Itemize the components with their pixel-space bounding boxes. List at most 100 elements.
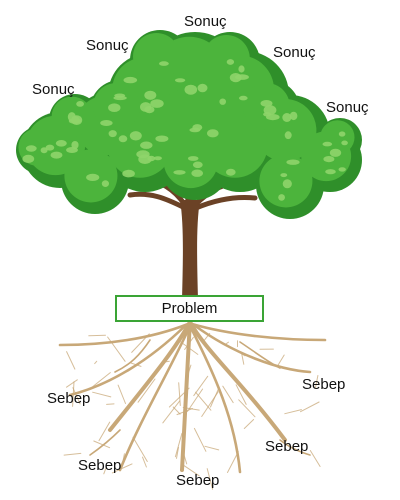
tree-branch	[127, 191, 188, 211]
leaf-highlight	[187, 156, 199, 161]
leaf-highlight	[86, 173, 100, 181]
tree-canopy	[16, 30, 362, 219]
leaf-highlight	[329, 148, 342, 157]
root-branch	[188, 320, 287, 442]
leaf-highlight	[322, 141, 333, 147]
result-label: Sonuç	[32, 81, 75, 98]
root-fiber	[72, 387, 81, 405]
leaf-highlight	[338, 167, 346, 172]
root-fiber	[122, 453, 125, 461]
root-fiber	[91, 372, 111, 389]
root-fiber	[202, 332, 211, 343]
root-fiber	[243, 419, 255, 429]
root-fiber	[183, 464, 200, 477]
root-fiber	[178, 382, 181, 406]
leaf-highlight	[226, 168, 236, 176]
root-fiber	[72, 381, 75, 407]
leaf-highlight	[282, 179, 292, 189]
root-fiber	[142, 456, 147, 468]
foliage-cluster	[133, 33, 180, 80]
root-fiber	[195, 391, 212, 411]
root-fiber	[182, 407, 200, 411]
root-fiber	[184, 336, 194, 350]
leaf-highlight	[192, 161, 203, 169]
root-fiber	[106, 403, 115, 405]
leaf-highlight	[50, 151, 63, 159]
leaf-highlight	[341, 140, 348, 146]
leaf-highlight	[140, 141, 153, 149]
root-branch	[58, 322, 190, 347]
leaf-highlight	[184, 84, 198, 95]
root-fiber	[235, 384, 247, 405]
leaf-highlight	[282, 113, 292, 122]
leaf-highlight	[159, 61, 169, 66]
result-label: Sonuç	[273, 44, 316, 61]
foliage-cluster	[163, 133, 219, 189]
root-fiber	[172, 406, 181, 415]
leaf-highlight	[129, 131, 142, 141]
root-fiber	[131, 333, 150, 353]
leaf-highlight	[22, 154, 35, 163]
root-fiber	[98, 421, 111, 442]
root-fiber	[201, 391, 219, 417]
leaf-highlight	[325, 169, 336, 175]
leaf-highlight	[123, 76, 138, 84]
leaf-highlight	[286, 159, 300, 165]
leaf-highlight	[239, 95, 248, 101]
root-branch	[68, 323, 188, 397]
root-branch	[114, 339, 151, 373]
root-fiber	[176, 446, 179, 459]
result-label: Sonuç	[86, 37, 129, 54]
root-fiber	[204, 445, 220, 451]
leaf-highlight	[122, 169, 135, 178]
cause-label: Sebep	[302, 376, 346, 393]
cause-label: Sebep	[176, 472, 220, 489]
root-fiber	[94, 360, 98, 365]
leaf-highlight	[144, 106, 155, 114]
leaf-highlight	[147, 155, 156, 162]
root-fiber	[193, 427, 207, 452]
root-branch	[89, 429, 121, 456]
leaf-highlight	[278, 194, 285, 201]
leaf-highlight	[150, 99, 164, 108]
leaf-highlight	[280, 173, 288, 178]
root-fiber	[224, 341, 229, 346]
leaf-highlight	[174, 78, 186, 83]
root-fiber	[162, 400, 181, 424]
leaf-highlight	[108, 130, 117, 138]
root-fiber	[300, 401, 320, 413]
root-fiber	[132, 436, 148, 462]
root-branch	[192, 323, 312, 374]
leaf-highlight	[45, 144, 55, 151]
leaf-highlight	[263, 105, 277, 116]
root-branch	[188, 324, 242, 474]
root-fiber	[111, 463, 133, 474]
leaf-highlight	[260, 100, 273, 107]
root-fiber	[186, 388, 204, 412]
root-fiber	[130, 362, 142, 367]
foliage-cluster	[203, 35, 250, 82]
root-fiber	[164, 360, 170, 363]
root-fiber	[66, 351, 76, 370]
cause-label: Sebep	[265, 438, 309, 455]
leaf-highlight	[191, 169, 203, 177]
leaf-highlight	[192, 124, 203, 131]
leaf-highlight	[284, 131, 292, 140]
root-fiber	[309, 450, 321, 467]
leaf-highlight	[153, 156, 162, 161]
leaf-highlight	[226, 59, 235, 65]
leaf-highlight	[155, 135, 169, 142]
leaf-highlight	[76, 101, 84, 107]
root-fiber	[103, 467, 107, 475]
root-branch	[180, 318, 192, 472]
root-fiber	[186, 364, 192, 379]
leaf-highlight	[100, 120, 113, 126]
root-fiber	[93, 440, 111, 449]
root-fiber	[222, 385, 234, 404]
leaf-highlight	[229, 73, 242, 83]
leaf-highlight	[71, 141, 79, 149]
leaf-highlight	[238, 65, 245, 73]
root-fiber	[227, 451, 239, 473]
leaf-highlight	[118, 135, 128, 143]
